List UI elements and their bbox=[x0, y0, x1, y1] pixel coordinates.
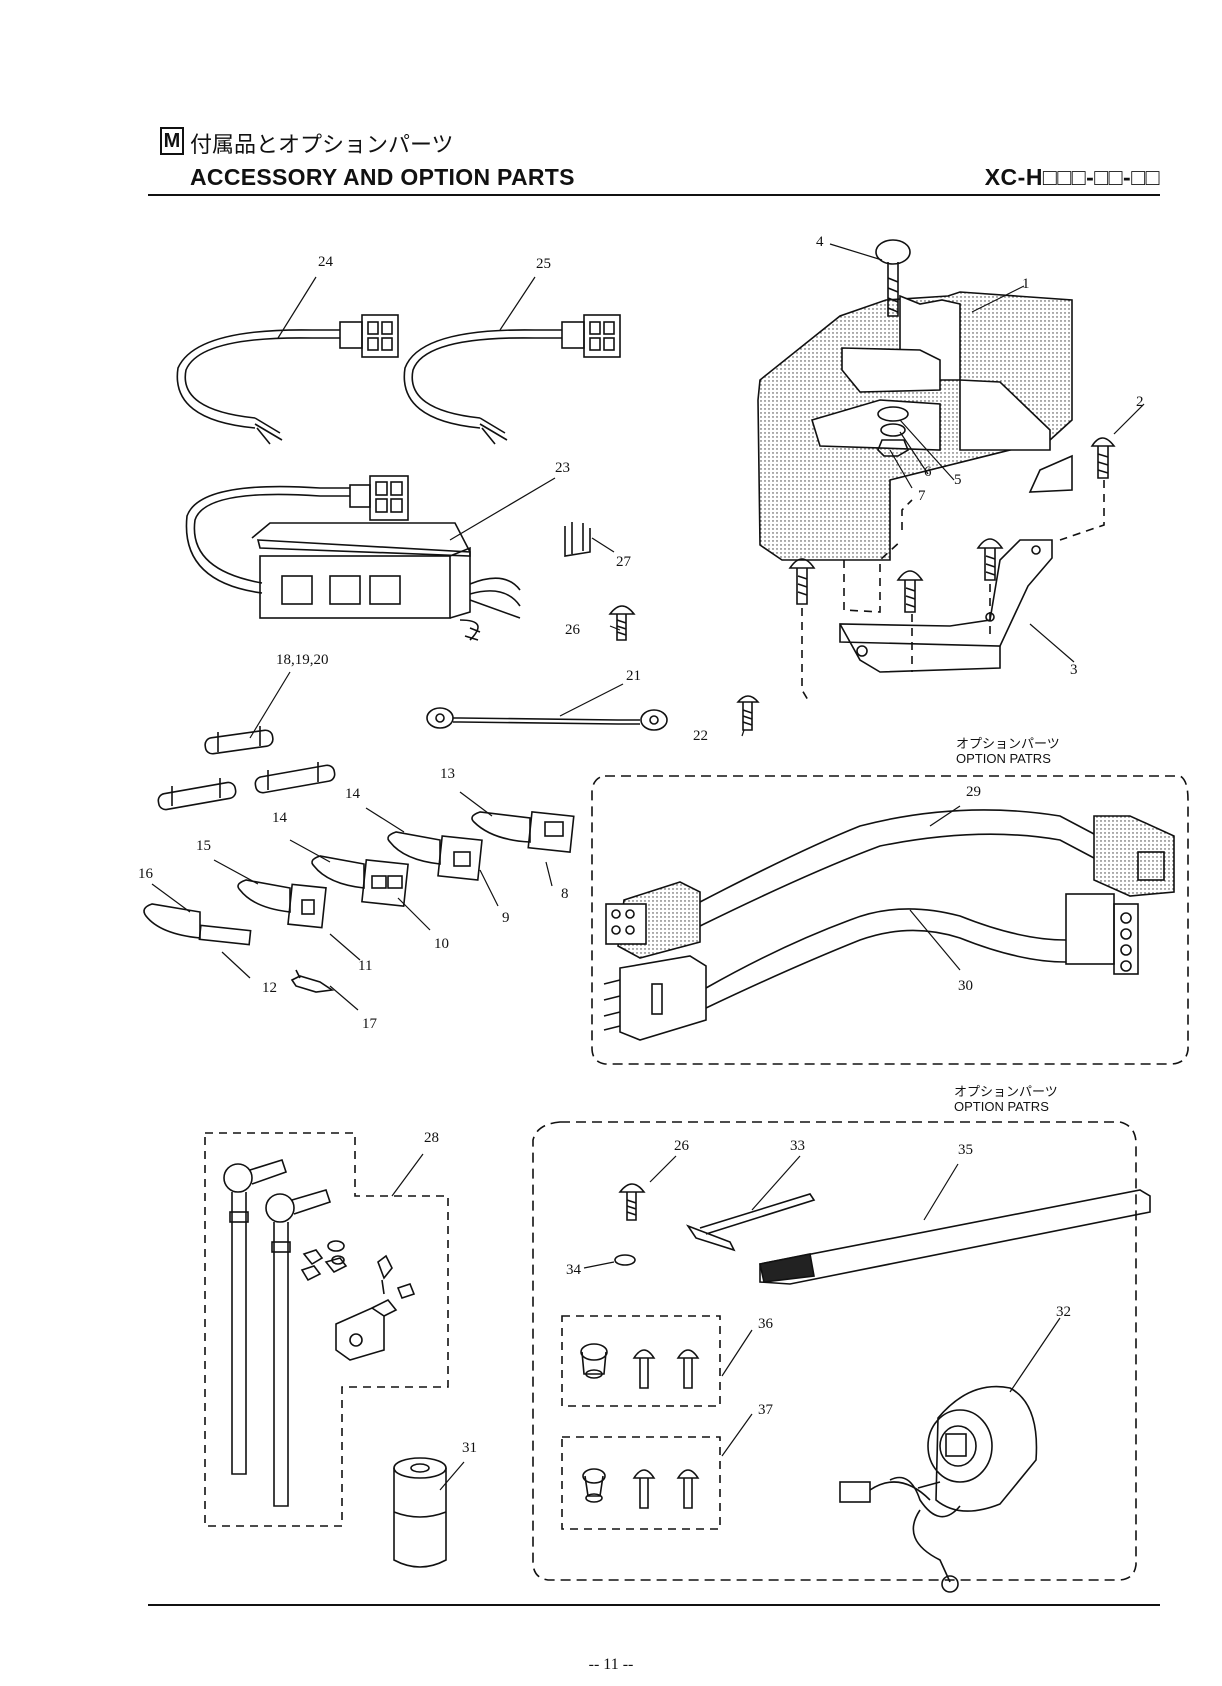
callout-15: 15 bbox=[196, 838, 211, 855]
item-32-sensor bbox=[840, 1387, 1036, 1592]
item-35-strip bbox=[760, 1164, 1222, 1284]
callout-1: 1 bbox=[1022, 276, 1030, 293]
callout-9: 9 bbox=[502, 910, 510, 927]
item-37-screws bbox=[583, 1469, 698, 1508]
callout-14-b: 14 bbox=[272, 810, 287, 827]
callout-6: 6 bbox=[924, 464, 932, 481]
item-36-screws bbox=[581, 1344, 698, 1388]
callout-23: 23 bbox=[555, 460, 570, 477]
option-box-2-frame bbox=[533, 1122, 1136, 1580]
option-box-2-title-en: OPTION PATRS bbox=[954, 1099, 1058, 1114]
item-33-hex-key bbox=[688, 1194, 814, 1250]
option-box-1-title: オプションパーツ OPTION PATRS bbox=[956, 736, 1060, 766]
item-13-connector bbox=[472, 812, 574, 852]
page-number: -- 11 -- bbox=[0, 1656, 1222, 1674]
item-22-screw bbox=[738, 696, 758, 730]
callout-33: 33 bbox=[790, 1138, 805, 1155]
callout-2: 2 bbox=[1136, 394, 1144, 411]
item-18-fuse bbox=[204, 726, 274, 755]
item-14-connector-b bbox=[312, 856, 408, 906]
callout-25: 25 bbox=[536, 256, 551, 273]
callout-26-b: 26 bbox=[674, 1138, 689, 1155]
item-20-fuse bbox=[254, 762, 336, 794]
callout-10: 10 bbox=[434, 936, 449, 953]
callout-37: 37 bbox=[758, 1402, 773, 1419]
option-box-1-title-jp: オプションパーツ bbox=[956, 736, 1060, 751]
item-23-unit bbox=[186, 476, 520, 640]
item-16-connector bbox=[144, 904, 251, 945]
option-box-2-title-jp: オプションパーツ bbox=[954, 1084, 1058, 1099]
callout-31: 31 bbox=[462, 1440, 477, 1457]
item-26-screw-b bbox=[620, 1184, 644, 1220]
callout-7: 7 bbox=[918, 488, 926, 505]
item-24-cable bbox=[177, 315, 398, 444]
callout-4: 4 bbox=[816, 234, 824, 251]
callout-3: 3 bbox=[1070, 662, 1078, 679]
item-1-casting bbox=[758, 292, 1072, 560]
callout-32: 32 bbox=[1056, 1304, 1071, 1321]
callout-34: 34 bbox=[566, 1262, 581, 1279]
item-14-connector-a bbox=[388, 832, 482, 880]
callout-36: 36 bbox=[758, 1316, 773, 1333]
callout-35: 35 bbox=[958, 1142, 973, 1159]
item-31-coupling bbox=[394, 1458, 446, 1567]
callout-11: 11 bbox=[358, 958, 372, 975]
callout-5: 5 bbox=[954, 472, 962, 489]
callout-29: 29 bbox=[966, 784, 981, 801]
callout-21: 21 bbox=[626, 668, 641, 685]
item-25-cable bbox=[404, 315, 620, 444]
option-box-2-title: オプションパーツ OPTION PATRS bbox=[954, 1084, 1058, 1114]
callout-8: 8 bbox=[561, 886, 569, 903]
callout-16: 16 bbox=[138, 866, 153, 883]
callout-13: 13 bbox=[440, 766, 455, 783]
option-box-1-title-en: OPTION PATRS bbox=[956, 751, 1060, 766]
callout-22: 22 bbox=[693, 728, 708, 745]
item-26-screw-a bbox=[610, 606, 634, 640]
callout-18-19-20: 18,19,20 bbox=[276, 652, 329, 669]
callout-14-a: 14 bbox=[345, 786, 360, 803]
item-21-wire bbox=[427, 708, 667, 730]
item-19-fuse bbox=[157, 778, 237, 811]
item-34-washer bbox=[615, 1255, 635, 1265]
item-15-connector bbox=[238, 880, 326, 928]
item-29-cable bbox=[606, 810, 1174, 958]
callout-24: 24 bbox=[318, 254, 333, 271]
callout-30: 30 bbox=[958, 978, 973, 995]
item-28-kit bbox=[224, 1160, 414, 1506]
callout-12: 12 bbox=[262, 980, 277, 997]
callout-26-a: 26 bbox=[565, 622, 580, 639]
item-27-clip bbox=[565, 522, 590, 556]
item-36-frame bbox=[562, 1316, 720, 1406]
callout-27: 27 bbox=[616, 554, 631, 571]
callout-28: 28 bbox=[424, 1130, 439, 1147]
item-17-pin bbox=[292, 970, 332, 992]
callout-17: 17 bbox=[362, 1016, 377, 1033]
